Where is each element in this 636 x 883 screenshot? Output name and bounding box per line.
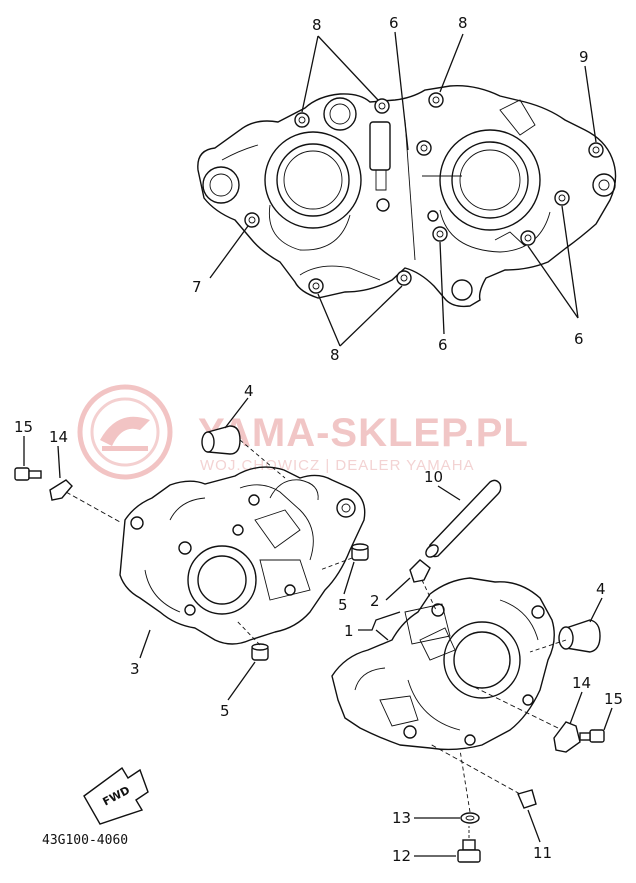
callout-right-10: 10 <box>424 468 443 486</box>
callout-right-12: 12 <box>392 847 411 865</box>
watermark-dealer: WOJ.CHOWICZ | DEALER YAMAHA <box>200 457 475 474</box>
callout-top-6-bottom-right: 6 <box>574 330 584 348</box>
leader-lines-right <box>358 485 613 857</box>
bushing-left <box>201 425 286 479</box>
bolt-right <box>579 729 605 743</box>
clip-right <box>467 683 581 753</box>
washer <box>459 749 480 824</box>
callout-left-3: 3 <box>130 660 140 678</box>
callout-top-8-bottom: 8 <box>330 346 340 364</box>
callout-right-11: 11 <box>533 844 552 862</box>
callout-top-9: 9 <box>579 48 589 66</box>
watermark-brand: YAMA-SKLEP.PL <box>198 411 529 455</box>
leader-lines-top <box>209 31 597 347</box>
callout-top-7: 7 <box>192 278 202 296</box>
fwd-label: FWD <box>101 784 133 809</box>
callout-left-5-lower: 5 <box>220 702 230 720</box>
callout-numbers: 8 6 8 9 7 8 6 6 15 14 4 3 5 5 10 2 1 4 1… <box>14 14 623 865</box>
callout-right-15: 15 <box>604 690 623 708</box>
diagram-code: 43G100-4060 <box>42 833 128 848</box>
callout-right-13: 13 <box>392 809 411 827</box>
pipe-pin <box>425 479 502 558</box>
leader-lines-left <box>23 397 355 701</box>
callout-right-14: 14 <box>572 674 591 692</box>
clip-left <box>49 479 121 523</box>
callout-left-15: 15 <box>14 418 33 436</box>
callout-left-5-upper: 5 <box>338 596 348 614</box>
bushing-right <box>529 619 601 653</box>
drain-plug <box>429 743 537 809</box>
callout-left-14: 14 <box>49 428 68 446</box>
crankcase-right-half <box>331 577 555 751</box>
callout-right-2: 2 <box>370 592 380 610</box>
crankcase-left-half <box>119 466 366 645</box>
dowel-pin-top <box>244 92 604 294</box>
callout-left-4: 4 <box>244 382 254 400</box>
nozzle <box>409 559 437 611</box>
callout-top-6-bottom-mid: 6 <box>438 336 448 354</box>
watermark: YAMA-SKLEP.PL WOJ.CHOWICZ | DEALER YAMAH… <box>77 384 529 480</box>
dowel-left-upper <box>319 543 369 571</box>
fwd-arrow-icon: FWD <box>83 766 149 825</box>
bolt-bottom <box>457 826 481 863</box>
watermark-logo-icon <box>77 384 173 480</box>
callout-top-6: 6 <box>389 14 399 32</box>
dowel-left-lower <box>235 619 269 661</box>
callout-top-8-right: 8 <box>458 14 468 32</box>
callout-right-4: 4 <box>596 580 606 598</box>
crankcase-inner-view <box>197 85 617 308</box>
bolt-left <box>14 467 42 481</box>
callout-right-1: 1 <box>344 622 354 640</box>
callout-top-8-left: 8 <box>312 16 322 34</box>
